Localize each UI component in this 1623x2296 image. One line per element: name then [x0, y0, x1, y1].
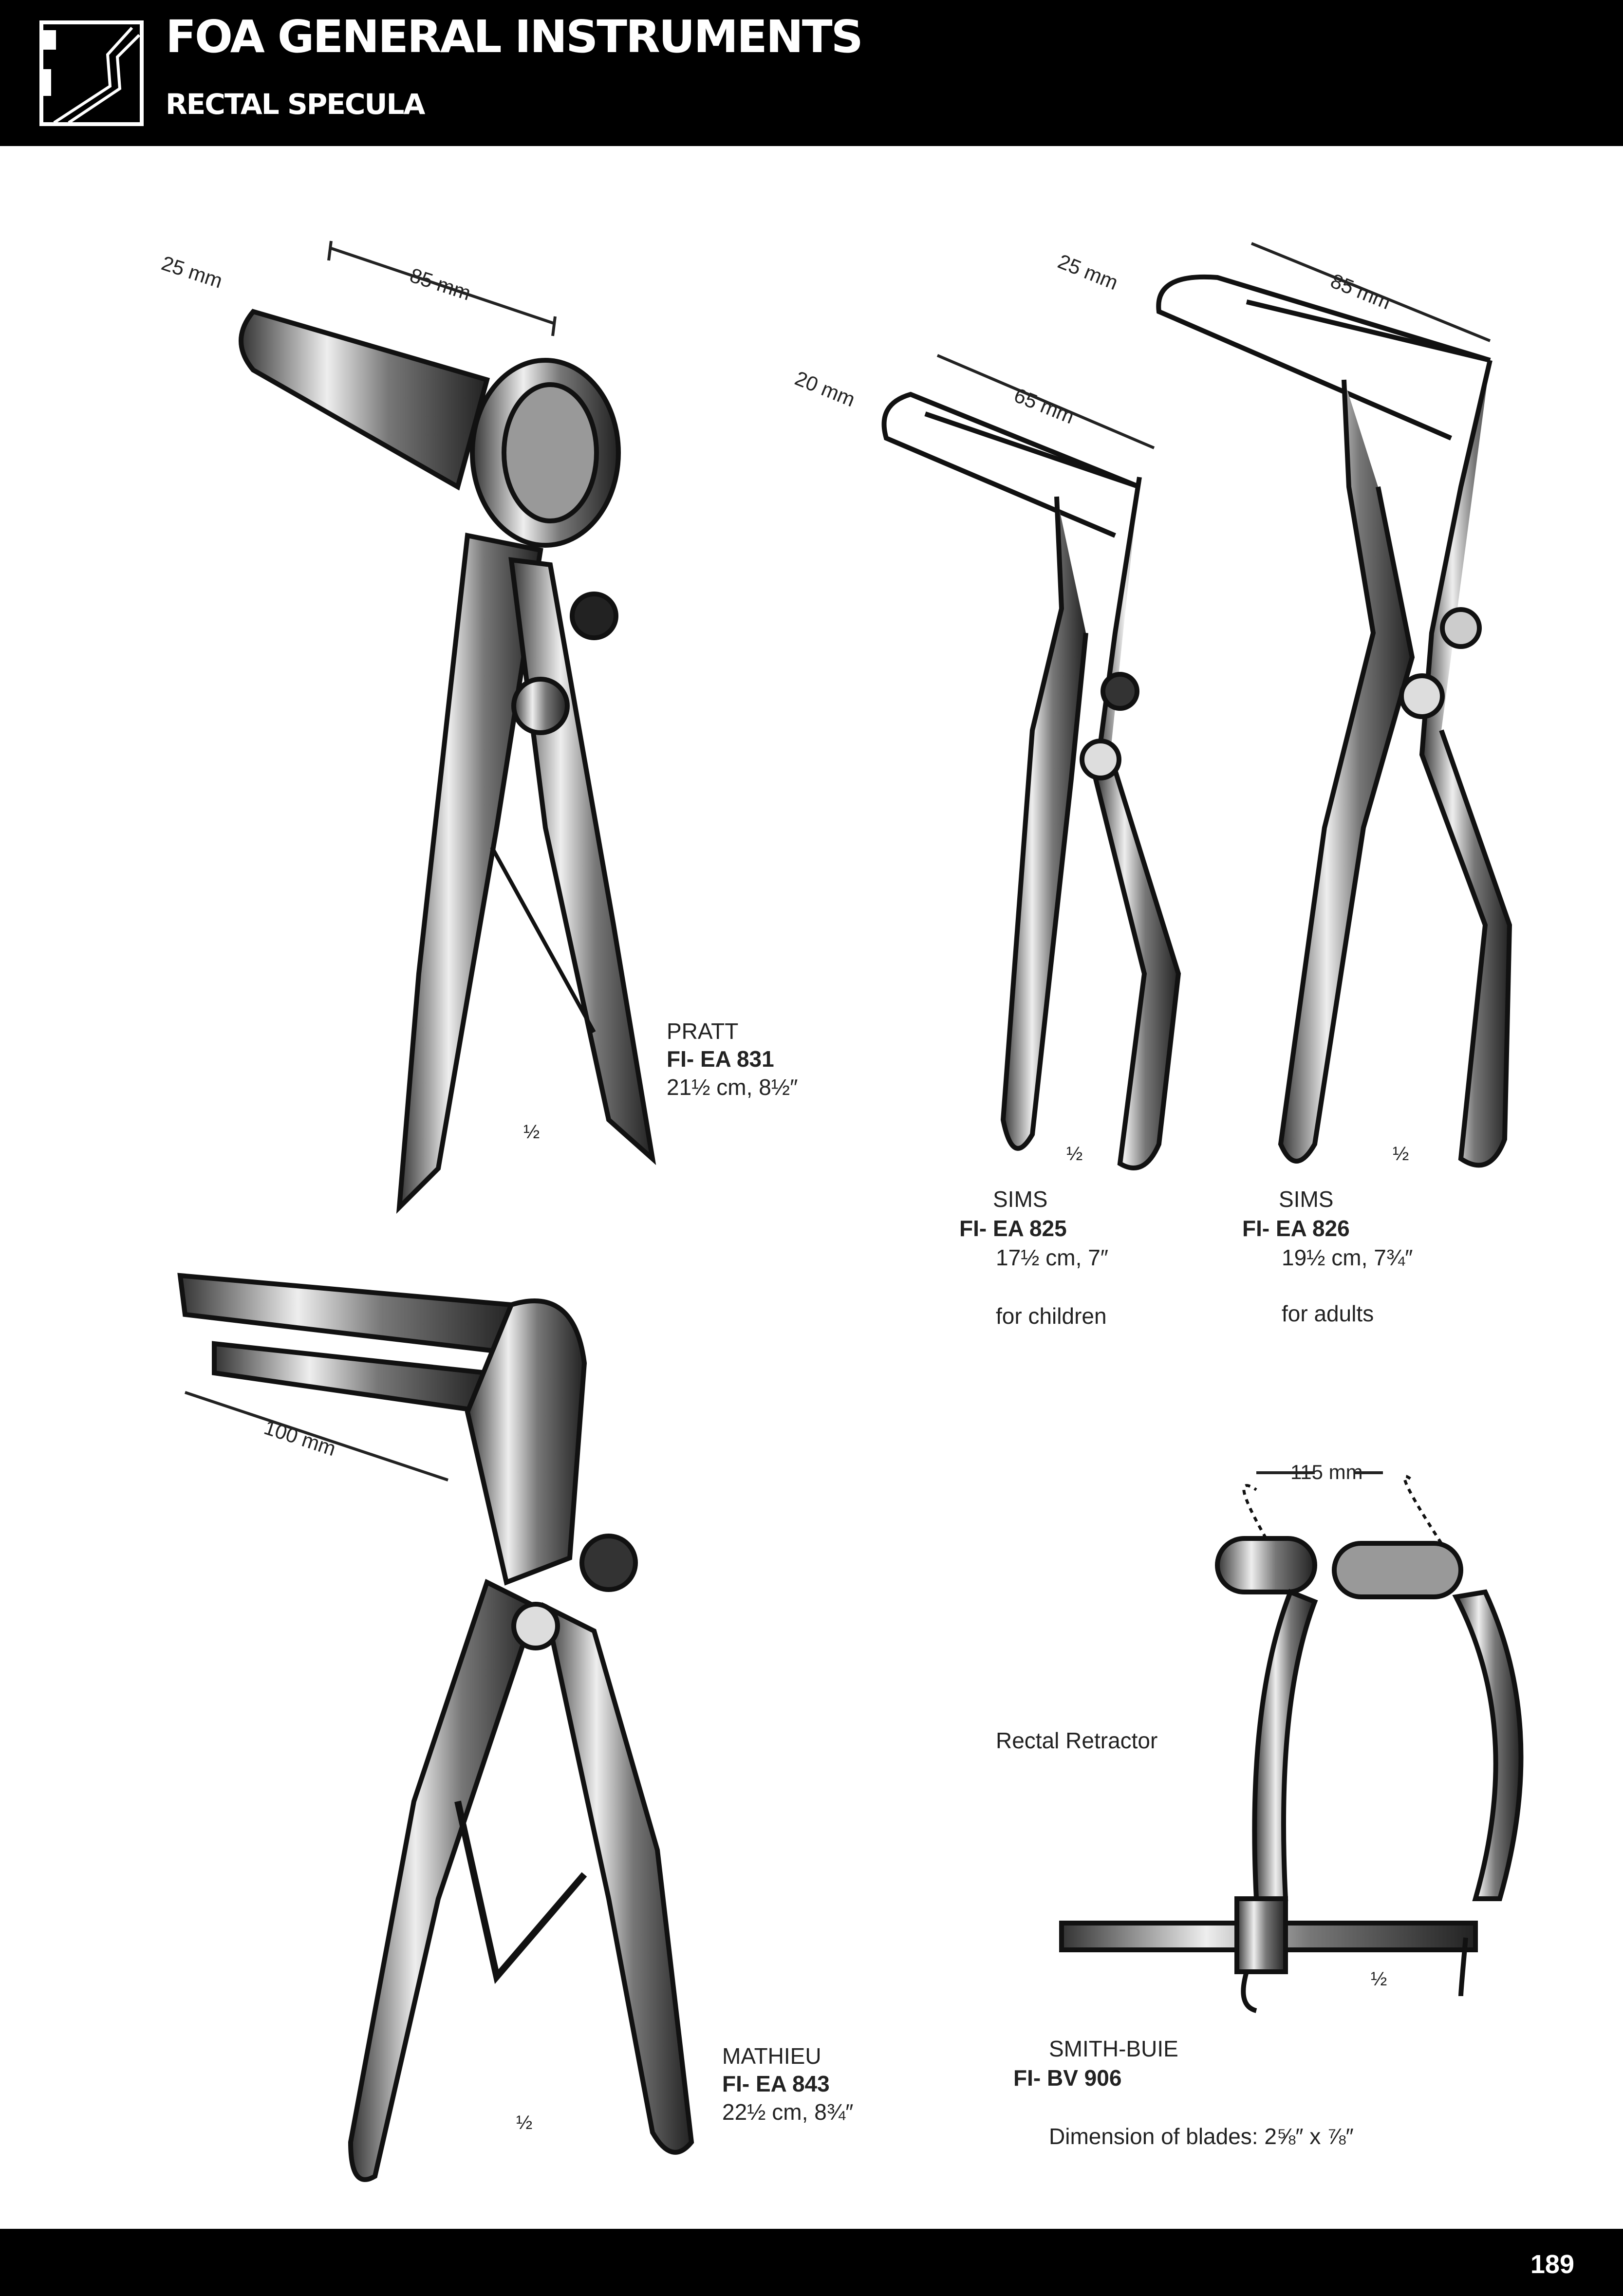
sims-children-scale: ½ — [1066, 1143, 1083, 1165]
sims-children-code: FI- EA 825 — [959, 1216, 1067, 1241]
pratt-size: 21½ cm, 8½″ — [667, 1074, 798, 1100]
smith-buie-blade-dimensions: Dimension of blades: 2⅝″ x ⅞″ — [1049, 2124, 1354, 2149]
smith-buie-name: SMITH-BUIE — [1049, 2036, 1178, 2061]
mathieu-code: FI- EA 843 — [722, 2071, 830, 2096]
page-number: 189 — [1530, 2250, 1574, 2279]
sims-children-speculum-illustration — [881, 391, 1181, 1170]
smith-buie-width-label: 115 mm — [1290, 1461, 1363, 1483]
mathieu-name: MATHIEU — [722, 2043, 821, 2069]
page-header: FOA GENERAL INSTRUMENTS RECTAL SPECULA — [0, 0, 1623, 146]
sims-adults-size: 19½ cm, 7¾″ — [1282, 1245, 1413, 1270]
sims-adults-speculum-illustration — [1156, 274, 1512, 1168]
pratt-code: FI- EA 831 — [667, 1046, 774, 1072]
smith-buie-retractor-illustration — [1059, 1475, 1524, 2013]
mathieu-scale: ½ — [516, 2112, 533, 2133]
section-title: RECTAL SPECULA — [166, 88, 425, 121]
sims-adults-code: FI- EA 826 — [1242, 1216, 1350, 1241]
sims-children-note: for children — [996, 1303, 1107, 1329]
retractor-category: Rectal Retractor — [996, 1728, 1158, 1753]
sims-adults-note: for adults — [1282, 1301, 1374, 1326]
brand-title: FOA GENERAL INSTRUMENTS — [166, 11, 863, 63]
sims-children-name: SIMS — [993, 1186, 1048, 1212]
pratt-scale: ½ — [523, 1121, 540, 1143]
smith-buie-code: FI- BV 906 — [1013, 2065, 1122, 2091]
dimension-lines — [185, 241, 1491, 1481]
sims-children-size: 17½ cm, 7″ — [996, 1245, 1109, 1270]
pratt-speculum-illustration — [239, 309, 656, 1214]
sims-adults-name: SIMS — [1279, 1186, 1334, 1212]
sims-adults-scale: ½ — [1393, 1143, 1409, 1165]
pratt-name: PRATT — [667, 1018, 739, 1044]
smith-buie-scale: ½ — [1371, 1968, 1387, 1990]
mathieu-size: 22½ cm, 8¾″ — [722, 2099, 854, 2125]
foa-logo — [39, 20, 144, 126]
page-footer: 189 — [0, 2229, 1623, 2296]
mathieu-speculum-illustration — [177, 1273, 694, 2182]
